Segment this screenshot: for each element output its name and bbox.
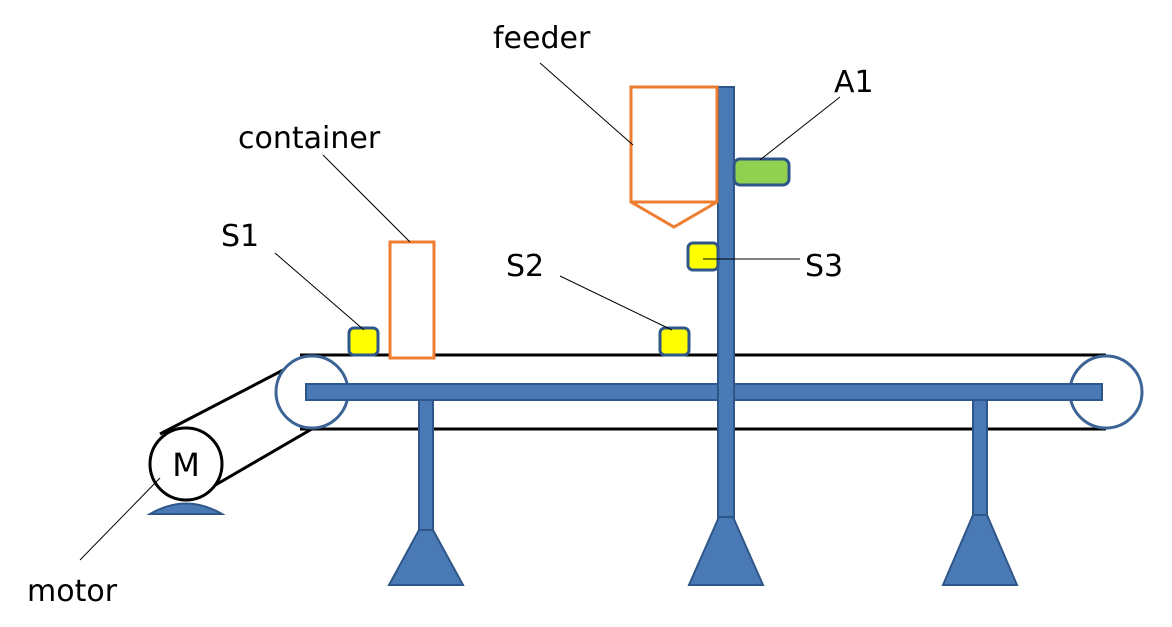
motor: M (146, 426, 226, 515)
conveyor-frame (305, 86, 1103, 586)
feeder-post (717, 86, 735, 531)
sensor-s2 (658, 326, 691, 357)
label-s3: S3 (805, 249, 843, 284)
label-s1: S1 (221, 219, 259, 254)
left-leg (418, 399, 434, 549)
s2-leader (559, 275, 673, 331)
feeder-leader (539, 62, 634, 146)
leader-lines (79, 62, 841, 561)
label-feeder: feeder (493, 21, 591, 56)
motor-circle (148, 426, 224, 502)
sensor-s3 (686, 241, 720, 272)
label-container: container (238, 121, 381, 156)
label-s2: S2 (506, 249, 544, 284)
right-leg (972, 399, 988, 531)
label-a1: A1 (834, 65, 874, 100)
a1-leader (759, 96, 841, 161)
actuator-a1 (732, 157, 791, 187)
left-foot (387, 529, 465, 586)
right-foot (941, 514, 1019, 586)
sensor-s1 (347, 326, 380, 357)
motor-symbol: M (172, 446, 200, 484)
feeder-post-foot (687, 516, 765, 586)
frame-beam (305, 383, 1103, 401)
motor-base (146, 502, 226, 515)
label-motor: motor (27, 574, 118, 609)
feeder-hopper (629, 85, 719, 229)
container-leader (322, 154, 411, 243)
motor-leader (79, 477, 161, 561)
container-box (388, 240, 436, 360)
s1-leader (274, 252, 365, 331)
